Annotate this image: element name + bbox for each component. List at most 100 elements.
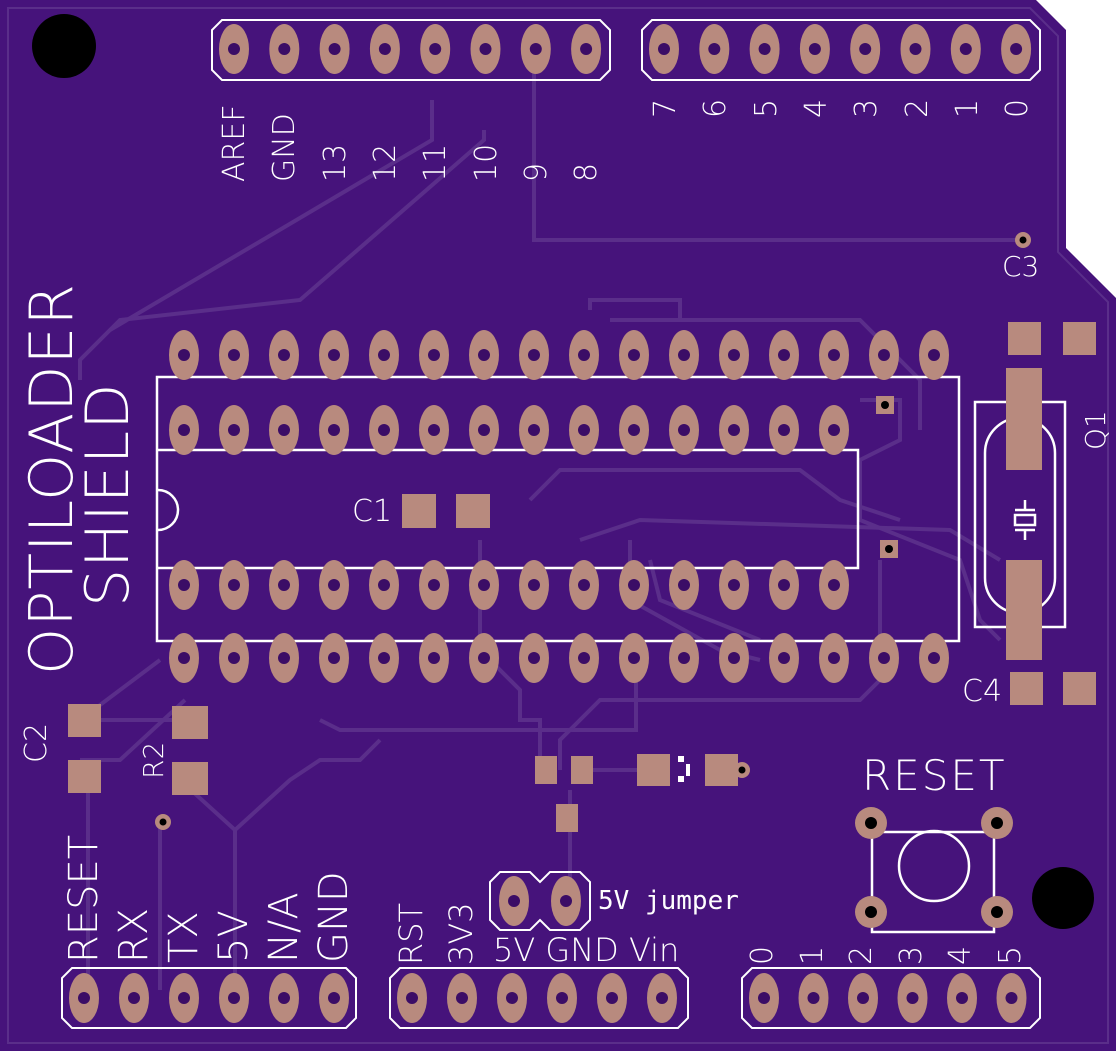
header-outline-bottom-right [741,967,1041,1029]
drill-hole [656,992,668,1004]
label-c4: C4 [962,674,1003,709]
drill-hole [378,579,390,591]
bottom-pin-label: TX [161,911,207,963]
drill-hole [178,424,190,436]
dip-chip-icon [155,375,961,643]
top-pin-label: 10 [468,143,504,182]
drill-hole [708,43,721,55]
label-reset[interactable]: RESET [862,751,1007,800]
mounting-hole-icon [32,14,96,78]
drill-hole [278,349,290,361]
header-outline-bottom-mid [389,967,689,1029]
drill-hole [478,424,490,436]
top-pin-label: 6 [698,98,734,118]
mounting-hole-icon [1032,867,1094,929]
smd-pads [68,322,1096,832]
drill-hole [529,43,542,55]
drill-hole [478,579,490,591]
top-pin-label: 3 [849,98,885,118]
drill-hole [578,579,590,591]
drill-hole [478,349,490,361]
drill-hole [560,895,572,907]
drill-hole [228,652,240,664]
drill-hole [580,43,593,55]
bottom-pin-label: 5V [211,910,257,963]
drill-hole [428,579,440,591]
drill-hole [528,424,540,436]
drill-hole [807,992,820,1004]
drill-hole [228,349,240,361]
label-power-horizontal: 5V GND Vin [493,931,680,969]
drill-hole [228,43,240,55]
drill-hole [428,349,440,361]
drill-hole [628,349,640,361]
drill-hole [956,992,968,1004]
drill-hole [178,652,190,664]
top-pin-label: 5 [748,98,784,118]
drill-hole [1010,43,1023,55]
drill-hole [678,349,690,361]
drill-hole [678,579,690,591]
drill-hole [278,424,290,436]
drill-hole [178,992,190,1004]
drill-hole [758,992,770,1004]
drill-hole [778,349,790,361]
vias [155,232,1031,830]
drill-hole [906,992,919,1004]
drill-hole [479,43,492,55]
drill-hole [678,652,690,664]
bottom-pin-label: RX [111,907,157,963]
drill-hole [857,992,869,1004]
top-pin-label: 4 [798,98,834,118]
top-pin-label: GND [267,113,303,182]
top-pin-label: 7 [648,98,683,118]
analog-pin-label: 1 [794,945,830,965]
drill-hole [628,424,640,436]
drill-hole [628,579,640,591]
drill-hole [828,579,840,591]
drill-hole [456,992,468,1004]
drill-hole [528,652,540,664]
drill-hole [778,424,790,436]
power-pin-label: RST [392,902,430,965]
drill-hole [758,43,771,55]
top-pin-label: 8 [569,162,605,182]
header-outline-top-left [211,19,611,81]
analog-pin-label: 0 [745,945,780,965]
top-pin-label: 12 [367,143,403,182]
drill-hole [606,992,618,1004]
drill-hole [506,992,518,1004]
analog-pin-label: 2 [844,945,879,965]
drill-hole [528,349,540,361]
bottom-pin-label: N/A [261,892,307,963]
label-q1: Q1 [1079,410,1112,450]
drill-hole [828,349,840,361]
top-pin-label: 0 [1000,98,1036,118]
drill-hole [428,424,440,436]
drill-hole [378,424,390,436]
drill-hole [859,43,872,55]
drill-hole [228,992,240,1004]
header-outline-bottom-left [61,967,357,1029]
drill-hole [128,992,140,1004]
label-c2: C2 [19,722,54,763]
drill-hole [178,579,190,591]
drill-hole [428,652,440,664]
drill-hole [278,579,290,591]
top-pin-label: 13 [317,143,353,182]
drill-hole [378,652,390,664]
drill-hole [508,895,520,907]
analog-pin-label: 3 [893,945,929,965]
top-pin-label: AREF [217,104,252,182]
drill-hole [909,43,922,55]
drill-hole [278,43,291,55]
pushbutton-icon[interactable] [870,829,996,934]
drill-hole [328,652,340,664]
drill-hole [959,43,972,55]
label-c1: C1 [352,494,393,529]
drill-hole [478,652,490,664]
drill-hole [328,424,340,436]
jumper-outline [489,871,591,931]
drill-hole [378,43,391,55]
